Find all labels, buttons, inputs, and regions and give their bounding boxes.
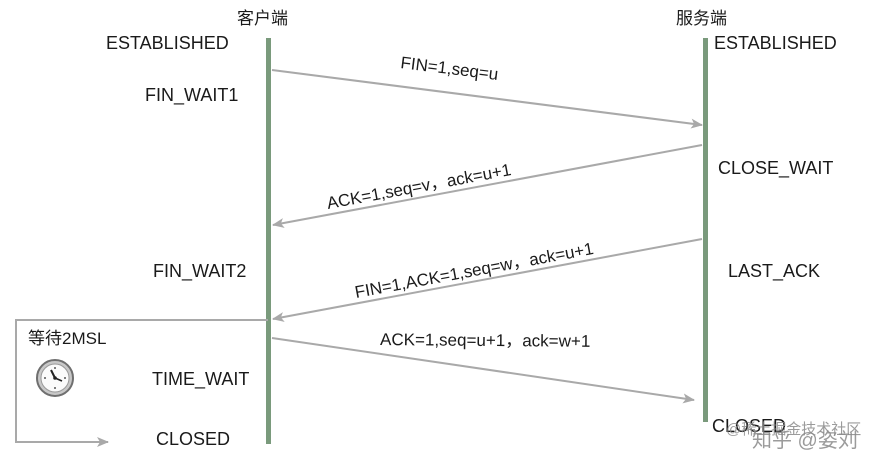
message-label-final-ack: ACK=1,seq=u+1，ack=w+1 [380,330,590,351]
server-state-closed: CLOSED [712,416,786,436]
server-state-close-wait: CLOSE_WAIT [718,158,833,179]
time-wait-bracket [15,319,268,447]
message-arrow-final-ack [271,337,695,404]
server-title: 服务端 [676,9,727,28]
time-wait-label: 等待2MSL [28,329,106,348]
message-label-fin-ack: FIN=1,ACK=1,seq=w，ack=u+1 [353,239,595,302]
client-state-fin-wait2: FIN_WAIT2 [153,261,246,282]
client-lifeline [266,38,271,444]
watermark-juejin: @稀土掘金技术社区 [726,421,861,438]
client-state-time-wait: TIME_WAIT [152,369,249,390]
client-state-fin-wait1: FIN_WAIT1 [145,85,238,106]
client-state-closed: CLOSED [156,429,230,449]
message-arrow-ack [272,144,703,228]
message-arrow-fin [271,69,703,129]
clock-icon [36,359,74,397]
client-title: 客户端 [237,9,288,28]
client-state-established: ESTABLISHED [106,33,229,53]
server-lifeline [703,38,708,422]
server-state-established: ESTABLISHED [714,33,837,53]
message-label-fin: FIN=1,seq=u [400,53,500,84]
message-arrow-fin-ack [272,238,703,322]
server-state-last-ack: LAST_ACK [728,261,820,282]
watermark-zhihu: 知乎 @姿刘 [752,429,858,452]
